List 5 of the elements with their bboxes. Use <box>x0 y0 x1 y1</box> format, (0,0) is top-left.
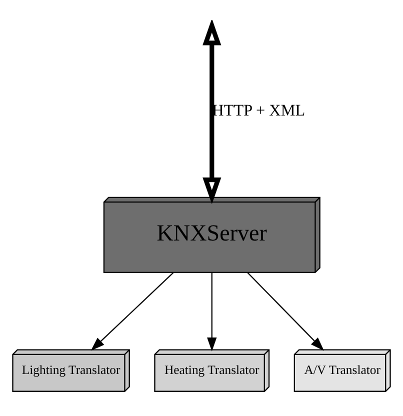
arrow <box>207 272 217 352</box>
edge-label: HTTP + XML <box>212 102 306 120</box>
arrow <box>247 272 324 351</box>
arrow <box>202 20 222 204</box>
arrow <box>90 272 174 351</box>
